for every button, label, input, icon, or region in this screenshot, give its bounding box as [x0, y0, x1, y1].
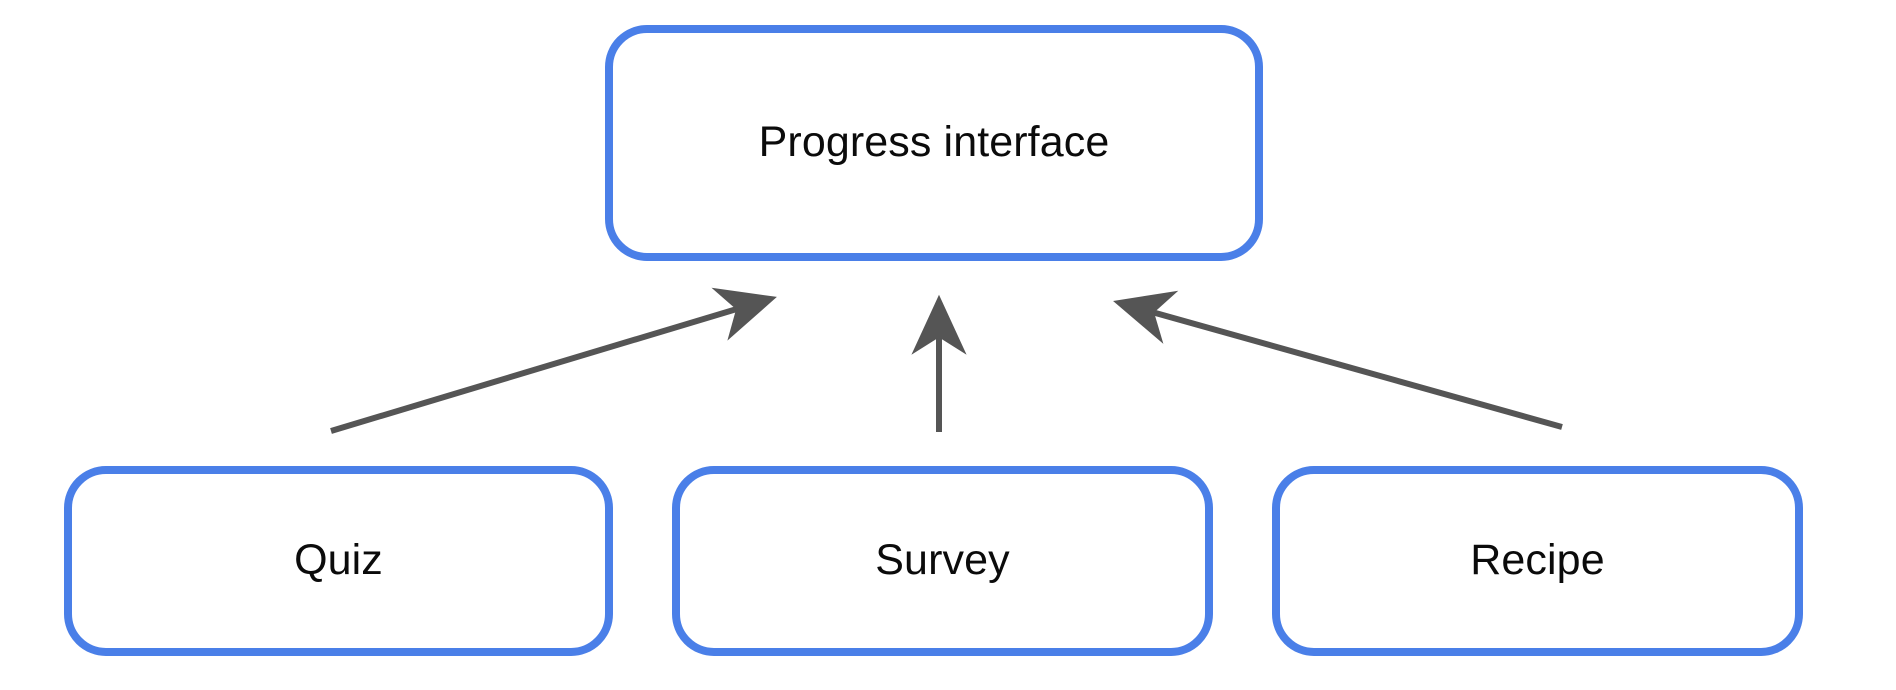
node-survey-label: Survey — [875, 536, 1010, 585]
node-progress-interface-label: Progress interface — [758, 118, 1110, 167]
node-progress-interface[interactable]: Progress interface — [605, 25, 1263, 261]
edge-quiz-to-progress — [330, 287, 777, 434]
node-quiz-label: Quiz — [294, 536, 383, 585]
node-quiz[interactable]: Quiz — [64, 466, 613, 656]
edge-recipe-to-progress — [1113, 290, 1563, 430]
node-recipe-label: Recipe — [1470, 536, 1605, 585]
node-survey[interactable]: Survey — [672, 466, 1213, 656]
node-recipe[interactable]: Recipe — [1272, 466, 1803, 656]
